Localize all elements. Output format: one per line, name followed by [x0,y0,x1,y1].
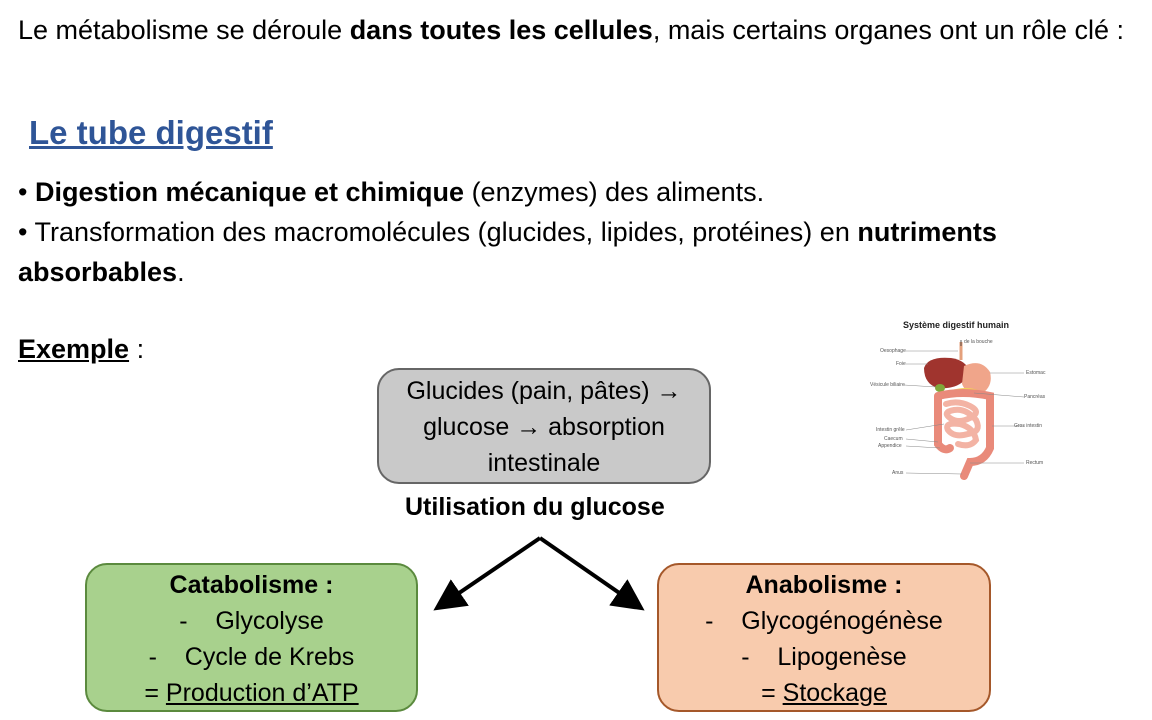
utilisation-label: Utilisation du glucose [405,493,665,521]
diagram-label-bouche: de la bouche [964,339,993,345]
digestive-system-diagram: Système digestif humain d [866,316,1046,488]
anabolisme-result-line: = Stockage [659,675,989,711]
arrow-left [433,536,542,611]
digestive-illustration [903,340,1025,480]
bullet-bold: nutriments absorbables [18,217,997,287]
diagram-label-pancreas: Pancréas [1024,394,1046,400]
bullet-item-digestion: • Digestion mécanique et chimique (enzym… [18,172,1138,212]
exemple-word: Exemple [18,334,130,364]
bullet-marker: • [18,177,28,207]
diagram-label-intestin-grele: Intestin grêle [876,427,905,433]
diagram-label-rectum: Rectum [1026,460,1044,466]
anabolisme-title: Anabolisme : [745,571,903,599]
result-prefix: = [144,679,166,707]
intro-bold: dans toutes les cellules [349,15,653,45]
arrow-right [538,536,645,611]
section-title: Le tube digestif [29,114,273,151]
intro-text-2: , mais certains organes ont un rôle clé … [652,15,1125,45]
glucides-box: Glucides (pain, pâtes) → glucose → absor… [377,368,711,484]
anabolisme-item: - Glycogénogénèse [705,607,943,635]
catabolisme-box: Catabolisme : - Glycolyse - Cycle de Kre… [85,563,418,712]
bullet-marker: • [18,217,28,247]
bullet-item-transformation: • Transformation des macromolécules (glu… [18,212,1138,292]
diagram-label-estomac: Estomac [1026,370,1046,376]
anabolisme-box: Anabolisme : - Glycogénogénèse - Lipogen… [657,563,991,712]
glucides-line-3: intestinale [487,449,601,477]
intro-text-1: Le métabolisme se déroule [18,15,350,45]
diagram-label-foie: Foie [896,361,906,367]
catabolisme-result: Production d’ATP [165,679,359,707]
bullet-text: (enzymes) des aliments. [464,177,765,207]
exemple-suffix: : [129,334,145,364]
result-prefix: = [761,679,783,707]
catabolisme-item: - Cycle de Krebs [148,643,355,671]
catabolisme-title: Catabolisme : [169,571,334,599]
bullet-end: . [177,257,185,287]
diagram-label-gros-intestin: Gros intestin [1014,423,1043,429]
diagram-label-appendice: Appendice [878,443,902,449]
bullet-bold: Digestion mécanique et chimique [34,177,465,207]
bullet-text: Transformation des macromolécules (gluci… [27,217,858,247]
diagram-label-oesophage: Oesophage [880,348,906,354]
diagram-label-anus: Anus [892,470,904,476]
anabolisme-item: - Lipogenèse [741,643,907,671]
glucides-line-2: glucose → absorption [423,413,665,441]
catabolisme-result-line: = Production d’ATP [87,675,416,711]
anabolisme-result: Stockage [782,679,887,707]
intro-paragraph: Le métabolisme se déroule dans toutes le… [18,10,1128,50]
diagram-title: Système digestif humain [902,320,1010,330]
exemple-label: Exemple : [18,334,144,365]
glucides-line-1: Glucides (pain, pâtes) → [406,377,682,405]
bullet-list: • Digestion mécanique et chimique (enzym… [18,172,1138,292]
catabolisme-item: - Glycolyse [179,607,324,635]
diagram-label-caecum: Caecum [884,436,903,442]
diagram-label-vesicule: Vésicule biliaire [870,382,905,388]
